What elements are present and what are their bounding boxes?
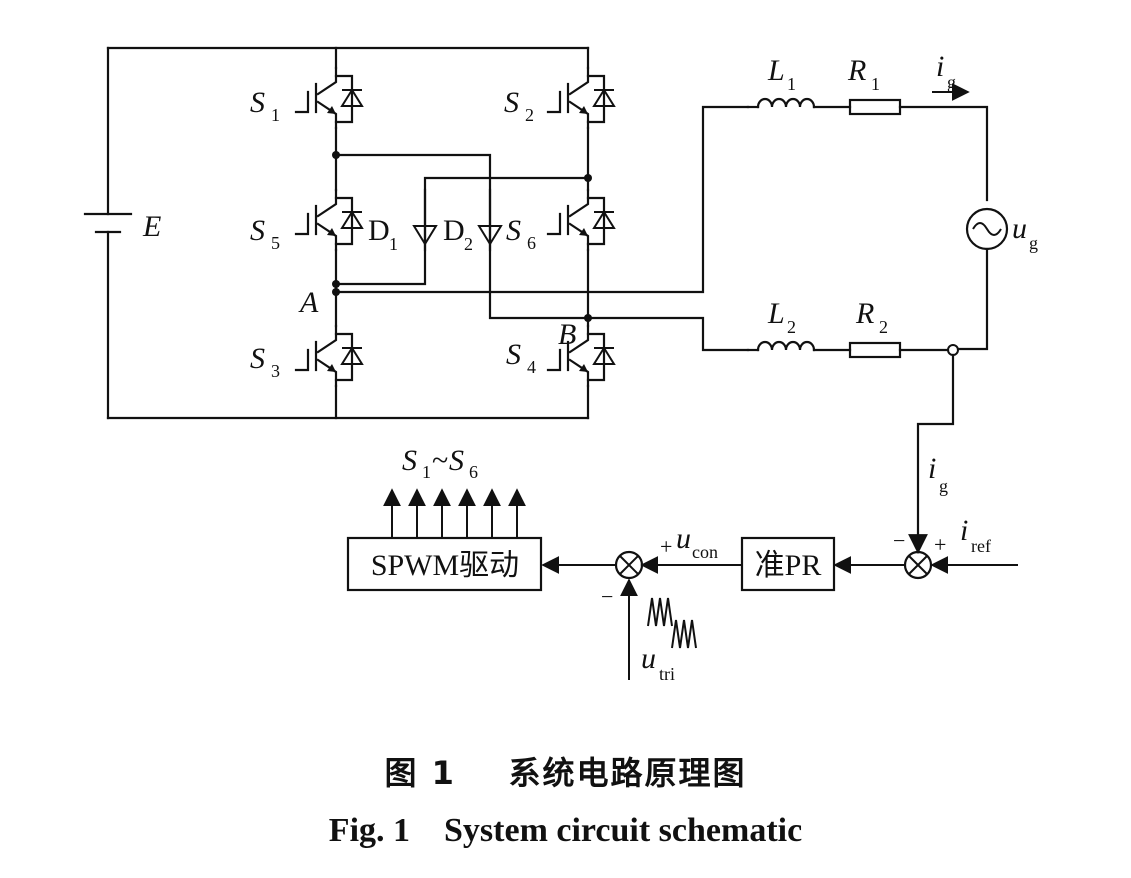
svg-text:D: D bbox=[368, 214, 390, 247]
svg-text:S: S bbox=[402, 444, 417, 477]
switch-S4 bbox=[546, 324, 616, 388]
svg-text:D: D bbox=[443, 214, 465, 247]
svg-text:2: 2 bbox=[787, 317, 796, 337]
svg-text:1: 1 bbox=[422, 462, 431, 482]
dc-bus bbox=[106, 46, 590, 420]
svg-text:L: L bbox=[767, 54, 785, 87]
svg-text:S: S bbox=[449, 444, 464, 477]
svg-text:g: g bbox=[939, 476, 948, 496]
pwm-comparator: − u tri bbox=[601, 550, 697, 684]
caption-en-text: System circuit schematic bbox=[444, 812, 803, 849]
diode-D2-label: D 2 bbox=[443, 214, 473, 254]
svg-text:S: S bbox=[506, 214, 521, 247]
svg-text:SPWM驱动: SPWM驱动 bbox=[371, 549, 519, 582]
node-A-label: A bbox=[298, 286, 319, 319]
svg-text:S: S bbox=[250, 342, 265, 375]
caption-english: Fig. 1 System circuit schematic bbox=[0, 812, 1131, 850]
current-arrow-ig: i g bbox=[932, 50, 970, 101]
label-E: E bbox=[142, 210, 161, 243]
svg-text:S: S bbox=[504, 86, 519, 119]
svg-text:−: − bbox=[601, 584, 613, 609]
grid-source-ug: u g bbox=[956, 207, 1038, 351]
bridge-wiring bbox=[332, 105, 750, 420]
svg-text:S: S bbox=[250, 214, 265, 247]
svg-text:4: 4 bbox=[527, 357, 536, 377]
switch-S2 bbox=[546, 66, 616, 130]
igbt-switches bbox=[294, 66, 616, 388]
switch-S6 bbox=[546, 188, 616, 252]
svg-text:2: 2 bbox=[525, 105, 534, 125]
svg-text:L: L bbox=[767, 297, 785, 330]
dc-source-E: E bbox=[83, 46, 161, 420]
svg-text:−: − bbox=[893, 528, 905, 553]
svg-text:ref: ref bbox=[971, 536, 991, 556]
svg-text:3: 3 bbox=[271, 361, 280, 381]
svg-text:S: S bbox=[250, 86, 265, 119]
svg-text:g: g bbox=[947, 72, 956, 92]
caption-cn-text: 系统电路原理图 bbox=[508, 754, 747, 792]
svg-text:5: 5 bbox=[271, 233, 280, 253]
svg-text:S: S bbox=[506, 338, 521, 371]
circuit-diagram: E A B D 1 D 2 bbox=[83, 46, 1038, 684]
svg-text:R: R bbox=[847, 54, 866, 87]
caption-cn-number: 图 1 bbox=[384, 754, 456, 792]
gate-signals-label: S 1 ~ S 6 bbox=[402, 444, 478, 482]
summing-junction-error: − + i ref bbox=[893, 514, 1018, 580]
svg-text:+: + bbox=[934, 532, 946, 557]
svg-text:g: g bbox=[1029, 233, 1038, 253]
ucon-label: + u con bbox=[660, 522, 718, 562]
caption-en-number: Fig. 1 bbox=[328, 812, 411, 849]
svg-text:i: i bbox=[936, 50, 944, 83]
svg-text:u: u bbox=[1012, 212, 1027, 245]
svg-text:~: ~ bbox=[432, 444, 448, 477]
svg-text:i: i bbox=[928, 452, 936, 485]
svg-text:2: 2 bbox=[464, 234, 473, 254]
inductor-L1: L 1 bbox=[746, 54, 852, 109]
svg-text:6: 6 bbox=[469, 462, 478, 482]
svg-text:准PR: 准PR bbox=[755, 549, 822, 582]
svg-text:tri: tri bbox=[659, 664, 675, 684]
svg-text:i: i bbox=[960, 514, 968, 547]
svg-text:6: 6 bbox=[527, 233, 536, 253]
node-B-label: B bbox=[558, 318, 576, 351]
svg-text:con: con bbox=[692, 542, 718, 562]
caption-chinese: 图 1 系统电路原理图 bbox=[0, 748, 1131, 794]
svg-text:u: u bbox=[676, 522, 691, 555]
pr-controller-block: 准PR bbox=[740, 536, 836, 592]
resistor-R2: R 2 bbox=[848, 297, 959, 359]
svg-text:u: u bbox=[641, 642, 656, 675]
svg-text:+: + bbox=[660, 534, 672, 559]
svg-text:2: 2 bbox=[879, 317, 888, 337]
svg-text:1: 1 bbox=[871, 74, 880, 94]
switch-S1 bbox=[294, 66, 364, 130]
svg-text:1: 1 bbox=[271, 105, 280, 125]
feedback-ig: i g bbox=[908, 353, 955, 554]
gate-signal-arrows bbox=[383, 488, 526, 538]
switch-S5 bbox=[294, 188, 364, 252]
spwm-driver-block: SPWM驱动 bbox=[346, 536, 543, 592]
svg-text:R: R bbox=[855, 297, 874, 330]
switch-S3 bbox=[294, 324, 364, 388]
resistor-R1: R 1 bbox=[847, 54, 989, 202]
inductor-L2: L 2 bbox=[746, 297, 852, 352]
svg-text:1: 1 bbox=[389, 234, 398, 254]
svg-text:1: 1 bbox=[787, 74, 796, 94]
diode-D1-label: D 1 bbox=[368, 214, 398, 254]
